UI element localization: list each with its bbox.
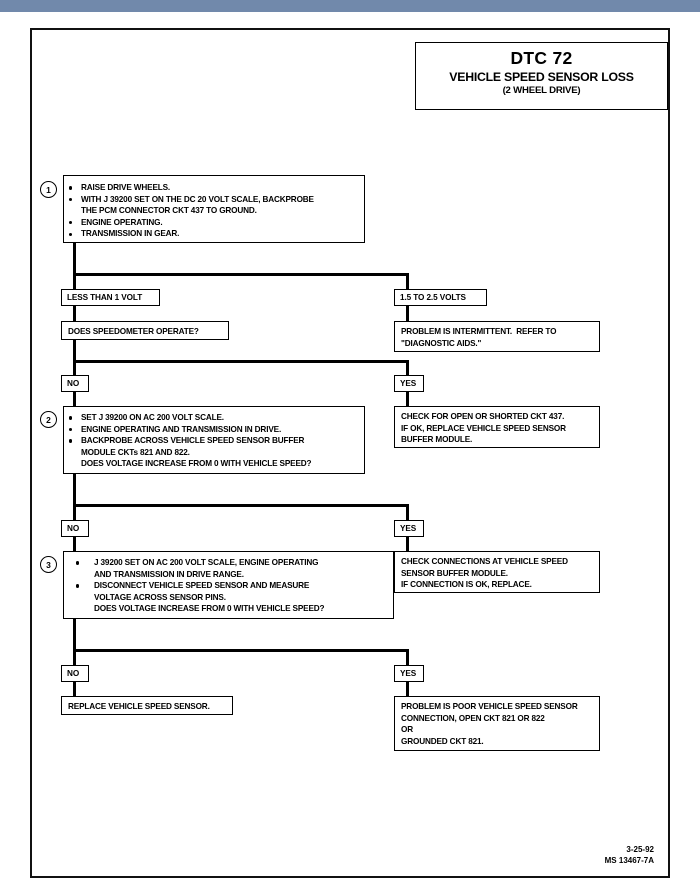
connector-line (73, 619, 76, 652)
step-number-3: 3 (40, 556, 57, 573)
step-1-list: RAISE DRIVE WHEELS. WITH J 39200 SET ON … (64, 182, 359, 240)
list-item: BACKPROBE ACROSS VEHICLE SPEED SENSOR BU… (64, 435, 359, 447)
connector-line (73, 474, 76, 507)
box-text: CHECK CONNECTIONS AT VEHICLE SPEED SENSO… (401, 557, 568, 590)
list-item: DOES VOLTAGE INCREASE FROM 0 WITH VEHICL… (94, 604, 325, 614)
list-item: TRANSMISSION IN GEAR. (64, 228, 359, 240)
list-item: VOLTAGE ACROSS SENSOR PINS. (94, 592, 226, 602)
box-text: PROBLEM IS INTERMITTENT. REFER TO "DIAGN… (401, 327, 557, 348)
list-item: ENGINE OPERATING AND TRANSMISSION IN DRI… (64, 424, 359, 436)
tag-no-1: NO (61, 375, 89, 392)
connector-line (73, 649, 76, 666)
title-block: DTC 72 VEHICLE SPEED SENSOR LOSS (2 WHEE… (415, 42, 668, 110)
box-text: CHECK FOR OPEN OR SHORTED CKT 437. IF OK… (401, 412, 566, 445)
tag-no-3: NO (61, 665, 89, 682)
window-title-bar (0, 0, 700, 12)
box-text: DOES SPEEDOMETER OPERATE? (68, 326, 199, 336)
connector-line (73, 360, 76, 376)
step-3-list: J 39200 SET ON AC 200 VOLT SCALE, ENGINE… (64, 557, 388, 615)
tag-yes-2: YES (394, 520, 424, 537)
page-border: DTC 72 VEHICLE SPEED SENSOR LOSS (2 WHEE… (30, 28, 670, 878)
connector-line (406, 649, 409, 666)
document-page: DTC 72 VEHICLE SPEED SENSOR LOSS (2 WHEE… (0, 12, 700, 889)
speedometer-question-box: DOES SPEEDOMETER OPERATE? (61, 321, 229, 340)
footer: 3-25-92 MS 13467-7A (605, 844, 654, 866)
connector-line (406, 682, 409, 697)
list-item: ENGINE OPERATING. (64, 217, 359, 229)
step-number-1: 1 (40, 181, 57, 198)
check-ckt-437-box: CHECK FOR OPEN OR SHORTED CKT 437. IF OK… (394, 406, 600, 448)
list-item: SET J 39200 ON AC 200 VOLT SCALE. (64, 412, 359, 424)
list-item: DOES VOLTAGE INCREASE FROM 0 WITH VEHICL… (81, 459, 312, 469)
step-3-instruction-box: J 39200 SET ON AC 200 VOLT SCALE, ENGINE… (63, 551, 394, 619)
list-item: AND TRANSMISSION IN DRIVE RANGE. (94, 569, 244, 579)
tag-yes-3: YES (394, 665, 424, 682)
list-item: DISCONNECT VEHICLE SPEED SENSOR AND MEAS… (64, 580, 388, 592)
connector-line (406, 537, 409, 552)
list-item: THE PCM CONNECTOR CKT 437 TO GROUND. (81, 206, 257, 216)
footer-date: 3-25-92 (626, 845, 654, 854)
dtc-title: VEHICLE SPEED SENSOR LOSS (449, 70, 634, 84)
step-1-instruction-box: RAISE DRIVE WHEELS. WITH J 39200 SET ON … (63, 175, 365, 243)
connector-line (73, 682, 76, 697)
list-item: RAISE DRIVE WHEELS. (64, 182, 359, 194)
list-item: J 39200 SET ON AC 200 VOLT SCALE, ENGINE… (64, 557, 388, 569)
connector-line (73, 537, 76, 552)
dtc-subtitle: (2 WHEEL DRIVE) (502, 85, 581, 96)
step-number-2: 2 (40, 411, 57, 428)
poor-connection-box: PROBLEM IS POOR VEHICLE SPEED SENSOR CON… (394, 696, 600, 751)
footer-doc-id: MS 13467-7A (604, 856, 654, 865)
connector-line (406, 360, 409, 376)
dtc-code: DTC 72 (510, 48, 573, 68)
check-connections-box: CHECK CONNECTIONS AT VEHICLE SPEED SENSO… (394, 551, 600, 593)
step-2-instruction-box: SET J 39200 ON AC 200 VOLT SCALE. ENGINE… (63, 406, 365, 474)
connector-line (73, 392, 76, 407)
replace-sensor-box: REPLACE VEHICLE SPEED SENSOR. (61, 696, 233, 715)
connector-line (73, 306, 76, 322)
connector-line (73, 340, 76, 363)
box-text: REPLACE VEHICLE SPEED SENSOR. (68, 701, 210, 711)
list-item: MODULE CKTs 821 AND 822. (81, 447, 190, 457)
intermittent-problem-box: PROBLEM IS INTERMITTENT. REFER TO "DIAGN… (394, 321, 600, 352)
tag-no-2: NO (61, 520, 89, 537)
connector-line (406, 392, 409, 407)
list-item: WITH J 39200 SET ON THE DC 20 VOLT SCALE… (64, 194, 359, 206)
connector-line (73, 504, 409, 507)
step-2-list: SET J 39200 ON AC 200 VOLT SCALE. ENGINE… (64, 412, 359, 470)
connector-line (73, 360, 409, 363)
connector-line (406, 273, 409, 290)
connector-line (73, 273, 409, 276)
tag-yes-1: YES (394, 375, 424, 392)
tag-1-5-to-2-5-volts: 1.5 TO 2.5 VOLTS (394, 289, 487, 306)
connector-line (73, 504, 76, 521)
connector-line (406, 306, 409, 322)
connector-line (73, 649, 409, 652)
box-text: PROBLEM IS POOR VEHICLE SPEED SENSOR CON… (401, 702, 578, 746)
connector-line (73, 273, 76, 290)
connector-line (73, 243, 76, 276)
connector-line (406, 504, 409, 521)
tag-less-than-1-volt: LESS THAN 1 VOLT (61, 289, 160, 306)
